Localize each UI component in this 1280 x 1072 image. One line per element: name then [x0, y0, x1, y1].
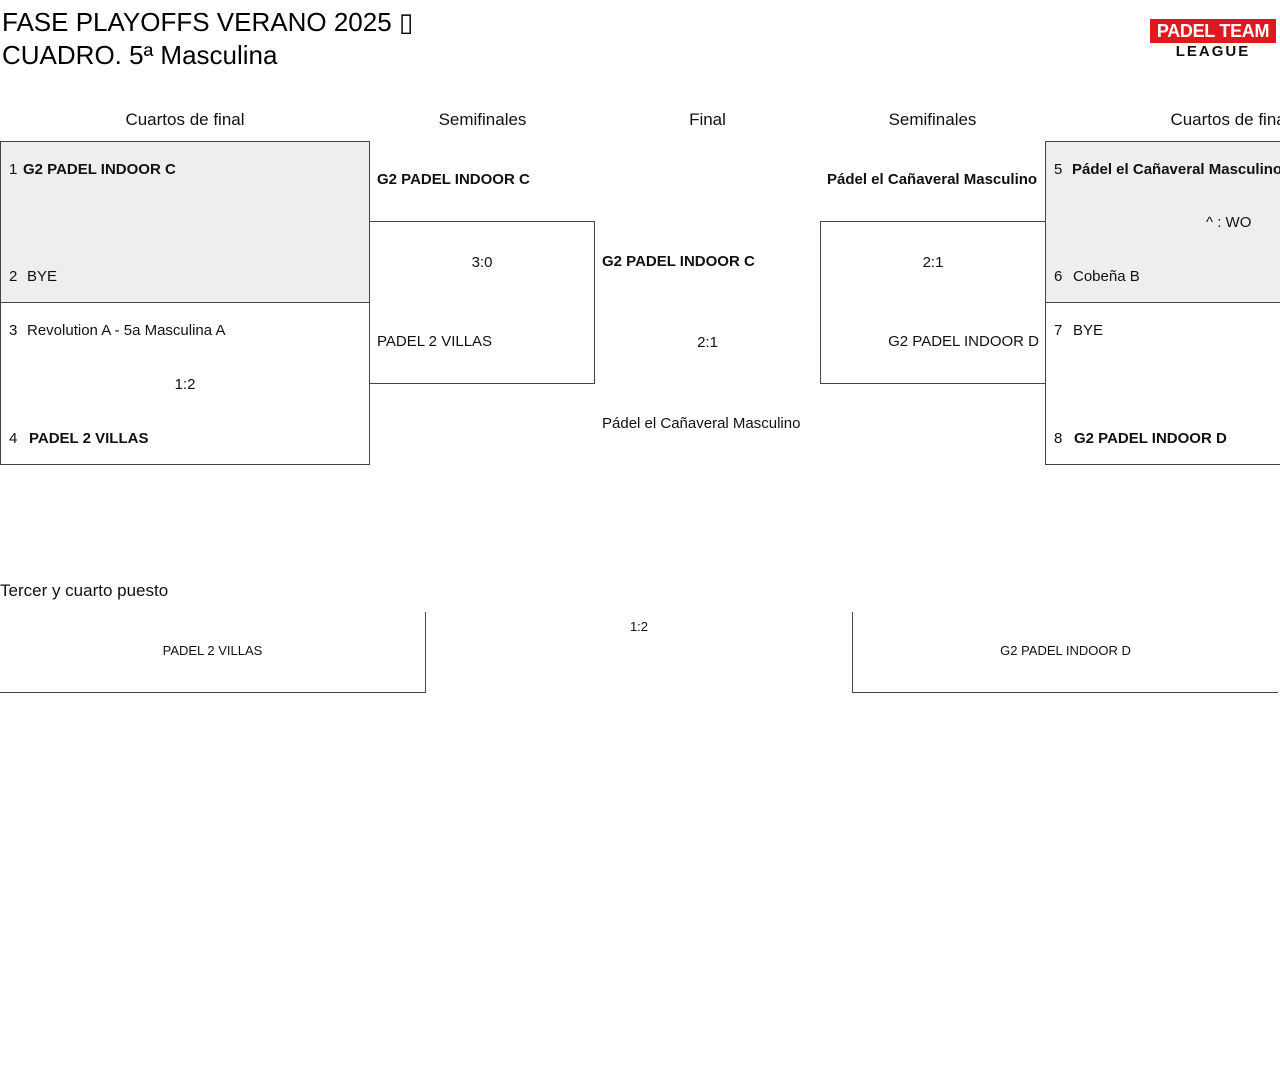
third-place-team-a: PADEL 2 VILLAS	[162, 643, 263, 658]
column-header-left-quarterfinals: Cuartos de final	[125, 110, 245, 129]
team-name: G2 PADEL INDOOR D	[1074, 430, 1227, 447]
walkover-note: ^ : WO	[1206, 214, 1252, 231]
seed-number: 7	[1054, 322, 1063, 339]
column-header-right-semifinals: Semifinales	[888, 110, 977, 129]
left-sf-team-a: G2 PADEL INDOOR C	[377, 171, 530, 188]
team-name: Cobeña B	[1073, 268, 1140, 285]
right-qf-match-1[interactable]: 5 Pádel el Cañaveral Masculino ^ : WO 6 …	[1045, 141, 1280, 303]
divider	[425, 612, 426, 693]
third-place-score: 1:2	[629, 619, 649, 634]
team-name: G2 PADEL INDOOR C	[23, 161, 176, 178]
team-name: BYE	[1073, 322, 1104, 339]
team-name: Revolution A - 5a Masculina A	[27, 322, 226, 339]
seed-number: 8	[1054, 430, 1063, 447]
match-score: 1:2	[174, 376, 196, 393]
final-score: 2:1	[697, 334, 718, 351]
seed-number: 2	[9, 268, 18, 285]
left-qf-match-2[interactable]: 3 Revolution A - 5a Masculina A 1:2 4 PA…	[0, 302, 370, 465]
seed-number: 6	[1054, 268, 1063, 285]
divider	[852, 692, 1278, 693]
right-sf-team-a: Pádel el Cañaveral Masculino	[827, 171, 1038, 188]
right-qf-match-2[interactable]: 7 BYE 8 G2 PADEL INDOOR D	[1045, 302, 1280, 465]
third-place-title: Tercer y cuarto puesto	[0, 581, 169, 600]
logo-bottom-text: LEAGUE	[1175, 43, 1251, 60]
team-name: PADEL 2 VILLAS	[377, 333, 493, 350]
seed-number: 4	[9, 430, 18, 447]
column-header-right-quarterfinals: Cuartos de final	[1170, 110, 1280, 129]
match-score: 3:0	[471, 254, 493, 271]
left-semifinal-match[interactable]: 3:0 PADEL 2 VILLAS	[369, 221, 595, 384]
title-line-2: CUADRO. 5ª Masculina	[2, 40, 278, 70]
right-semifinal-match[interactable]: 2:1 G2 PADEL INDOOR D	[820, 221, 1046, 384]
match-score: 2:1	[922, 254, 944, 271]
seed-number: 5	[1054, 161, 1063, 178]
third-place-team-b: G2 PADEL INDOOR D	[1000, 643, 1131, 658]
divider	[852, 612, 853, 693]
seed-number: 1	[9, 161, 18, 178]
padel-team-league-logo: PADEL TEAM LEAGUE	[1150, 19, 1276, 61]
title-line-1: FASE PLAYOFFS VERANO 2025 ▯	[2, 7, 414, 37]
column-header-final: Final	[689, 110, 726, 129]
logo-top-text: PADEL TEAM	[1150, 19, 1276, 43]
team-name: G2 PADEL INDOOR D	[888, 333, 1039, 350]
page-title: FASE PLAYOFFS VERANO 2025 ▯ CUADRO. 5ª M…	[2, 6, 413, 72]
divider	[0, 692, 426, 693]
team-name: BYE	[27, 268, 58, 285]
left-qf-match-1[interactable]: 1 G2 PADEL INDOOR C 2 BYE	[0, 141, 370, 303]
column-header-left-semifinals: Semifinales	[438, 110, 527, 129]
final-team-b: Pádel el Cañaveral Masculino	[602, 415, 801, 432]
final-team-a: G2 PADEL INDOOR C	[602, 253, 755, 270]
team-name: PADEL 2 VILLAS	[29, 430, 149, 447]
seed-number: 3	[9, 322, 18, 339]
team-name: Pádel el Cañaveral Masculino	[1072, 161, 1280, 178]
